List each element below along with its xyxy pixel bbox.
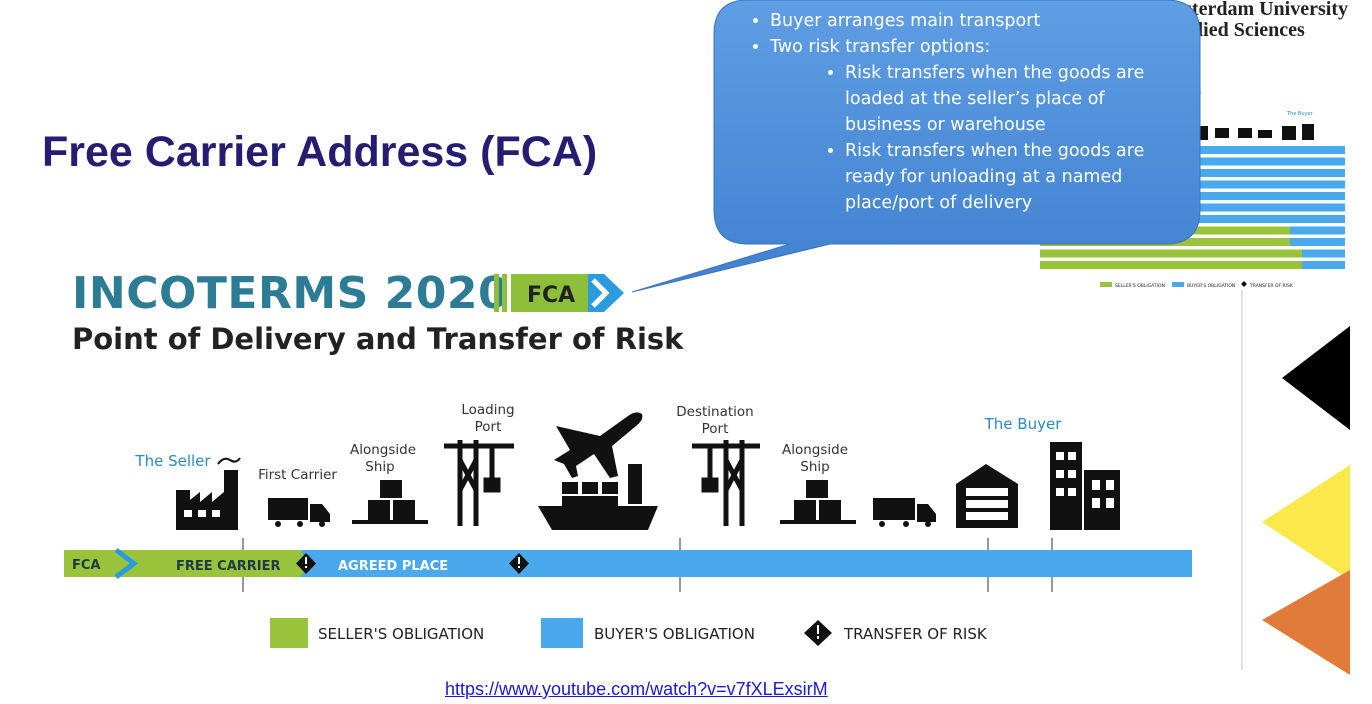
- crane-icon: [692, 440, 760, 526]
- callout-bullet-risk-options: Two risk transfer options: Risk transfer…: [770, 34, 1170, 216]
- seller-obligation-bar: [140, 550, 310, 577]
- fca-term-block: [64, 550, 140, 577]
- callout-text: Buyer arranges main transport Two risk t…: [730, 8, 1170, 216]
- bar-free-carrier-label: FREE CARRIER: [176, 559, 281, 574]
- incoterms-title: INCOTERMS 2020: [72, 268, 510, 319]
- thumbnail-row-seller: [1040, 261, 1302, 269]
- callout-sub-bullet-unloading: Risk transfers when the goods are ready …: [845, 138, 1170, 216]
- transfer-of-risk-icon: [509, 553, 529, 574]
- stage-label-buyer: The Buyer: [984, 415, 1062, 433]
- side-arrows: [1241, 290, 1350, 675]
- transfer-of-risk-icon: [296, 553, 316, 574]
- airplane-icon: [554, 412, 643, 478]
- svg-text:The Buyer: The Buyer: [1286, 111, 1314, 117]
- incoterms-subtitle: Point of Delivery and Transfer of Risk: [72, 322, 684, 356]
- bar-agreed-place-label: AGREED PLACE: [338, 559, 448, 574]
- incoterms-diagram: FCA FREE CARRIER AGREED PLACE: [64, 412, 1192, 648]
- youtube-link[interactable]: https://www.youtube.com/watch?v=v7fXLExs…: [445, 679, 828, 699]
- cargo-boxes-icon: [352, 480, 428, 524]
- thumbnail-row-seller: [1040, 226, 1290, 235]
- fca-badge: FCA: [494, 274, 624, 312]
- legend-risk-label: TRANSFER OF RISK: [844, 625, 987, 643]
- crane-icon: [444, 440, 514, 526]
- thumbnail-row-seller: [1040, 238, 1290, 246]
- truck-icon: [268, 498, 330, 527]
- office-building-icon: [1050, 442, 1120, 530]
- thumbnail-row-seller: [1040, 215, 1190, 223]
- legend-seller-label: SELLER'S OBLIGATION: [318, 625, 485, 643]
- thumbnail-legend-risk: TRANSFER OF RISK: [1249, 283, 1294, 289]
- truck-icon: [873, 498, 936, 527]
- orange-arrow-icon: [1262, 570, 1350, 675]
- thumbnail-header: k: [1195, 86, 1202, 96]
- bar-term-label: FCA: [72, 558, 100, 573]
- callout-sub-bullet-loaded: Risk transfers when the goods are loaded…: [845, 60, 1170, 138]
- thumbnail-legend-seller: SELLER'S OBLIGATION: [1115, 283, 1165, 289]
- black-arrow-icon: [1282, 326, 1350, 430]
- yellow-arrow-icon: [1262, 465, 1350, 580]
- cargo-boxes-icon: [780, 480, 856, 524]
- slide-title: Free Carrier Address (FCA): [42, 128, 598, 176]
- legend-risk-icon: [804, 620, 832, 646]
- warehouse-icon: [956, 464, 1018, 528]
- stage-label-seller: The Seller: [135, 452, 211, 470]
- callout-bullet-main-transport: Buyer arranges main transport: [770, 8, 1170, 34]
- stage-label-first-carrier: First Carrier: [258, 467, 337, 483]
- legend-buyer-label: BUYER'S OBLIGATION: [594, 625, 755, 643]
- thumbnail-legend-buyer: BUYER'S OBLIGATION: [1187, 283, 1235, 289]
- legend-seller-swatch: [270, 618, 308, 648]
- legend-buyer-swatch: [541, 618, 583, 648]
- factory-icon: [176, 457, 241, 530]
- thumbnail-row-seller: [1040, 249, 1302, 258]
- fca-badge-label: FCA: [527, 283, 575, 308]
- cargo-ship-icon: [538, 464, 658, 530]
